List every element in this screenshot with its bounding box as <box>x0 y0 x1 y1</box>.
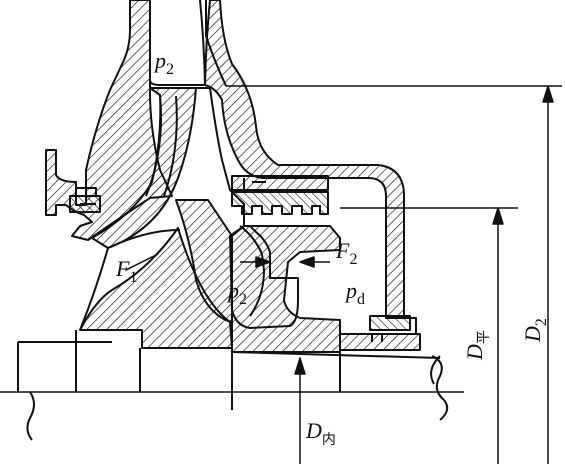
shaft <box>17 330 449 441</box>
svg-text:D2: D2 <box>520 318 550 343</box>
balance-disc <box>231 175 341 353</box>
label-D-nei: D内 <box>305 418 336 448</box>
label-p2-mid: p2 <box>226 278 247 308</box>
shaft-seal <box>339 315 421 351</box>
label-F2: F2 <box>335 238 357 268</box>
svg-text:D平: D平 <box>462 330 492 361</box>
label-D-ping: D平 <box>462 330 492 361</box>
label-D2: D2 <box>520 318 550 343</box>
labels: p2 F1 p2 F2 pd D平 D2 D内 <box>115 48 550 448</box>
label-F1: F1 <box>115 256 137 286</box>
label-pd: pd <box>344 278 365 308</box>
impeller <box>79 87 299 349</box>
label-p2-top: p2 <box>153 48 174 78</box>
dimension-lines <box>125 85 562 464</box>
volute-casing <box>45 0 405 319</box>
